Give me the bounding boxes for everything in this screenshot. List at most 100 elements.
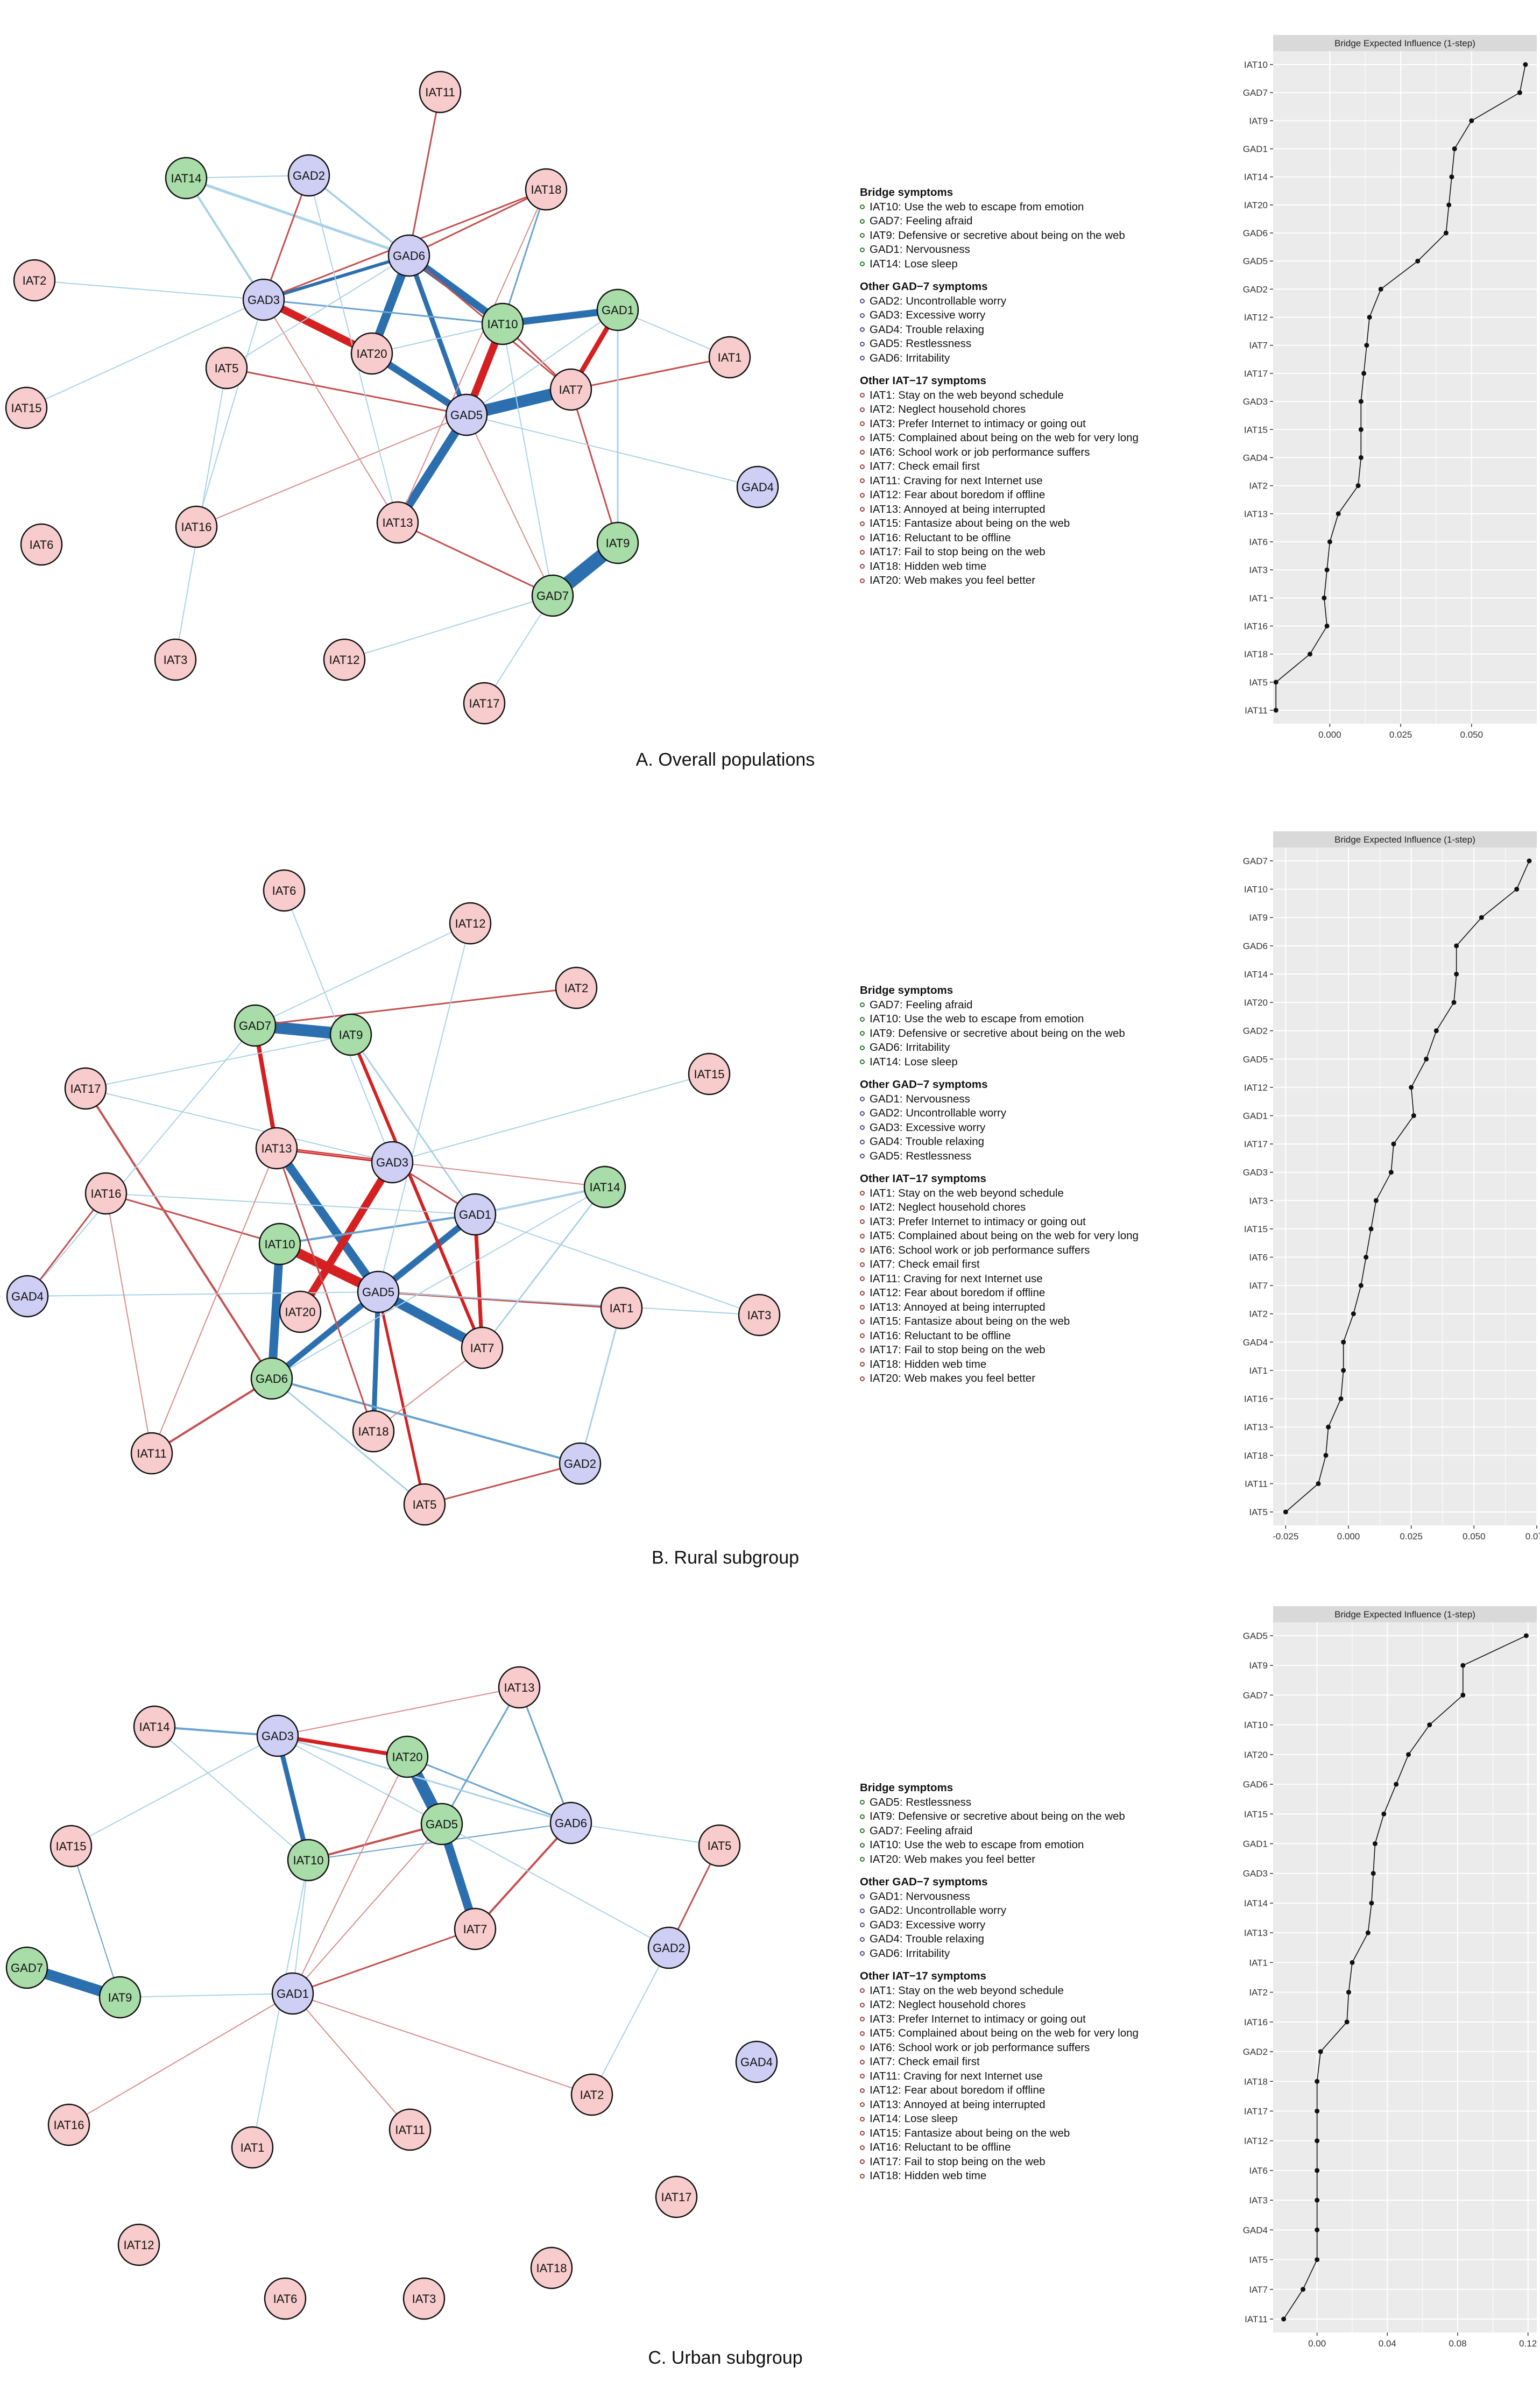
plot-y-tick-label: IAT17 (1244, 2106, 1268, 2116)
svg-text:IAT13: IAT13 (504, 1681, 534, 1694)
edge-IAT14-GAD6 (186, 176, 409, 257)
edge-IAT17-GAD3 (85, 1088, 393, 1163)
plot-point-iat5 (1315, 2257, 1320, 2263)
legend-item-label: IAT9: Defensive or secretive about being… (870, 1810, 1125, 1822)
plot-point-gad2 (1433, 1028, 1439, 1034)
edge-IAT17-IAT9 (85, 1034, 351, 1089)
svg-text:IAT2: IAT2 (564, 981, 589, 995)
edge-IAT16-GAD3 (196, 299, 264, 527)
plot-point-gad3 (1371, 1871, 1376, 1876)
legend-marker-icon (860, 313, 865, 318)
edge-IAT16-IAT10 (105, 1192, 280, 1245)
plot-y-tick-label: IAT9 (1249, 913, 1268, 923)
svg-text:IAT3: IAT3 (747, 1309, 772, 1322)
plot-y-tick-label: IAT20 (1244, 1750, 1268, 1760)
legend-item-label: GAD4: Trouble relaxing (870, 1933, 985, 1945)
plot-point-iat16 (1324, 623, 1330, 628)
legend-marker-icon (860, 1219, 865, 1225)
legend-item: IAT17: Fail to stop being on the web (860, 1343, 1139, 1358)
plot-point-gad6 (1454, 943, 1459, 949)
plot-point-gad4 (1341, 1339, 1346, 1345)
node-iat3: IAT3 (402, 2277, 446, 2320)
plot-point-iat12 (1367, 315, 1372, 320)
svg-text:IAT13: IAT13 (261, 1142, 292, 1155)
legend-item-label: GAD2: Uncontrollable worry (870, 294, 1007, 307)
svg-text:IAT12: IAT12 (123, 2238, 154, 2252)
plot-point-iat7 (1301, 2287, 1306, 2292)
plot-point-iat12 (1409, 1085, 1414, 1090)
plot-point-iat9 (1460, 1663, 1466, 1668)
legend-item: IAT6: School work or job performance suf… (860, 2041, 1139, 2055)
node-iat9: IAT9 (329, 1013, 372, 1056)
plot-point-gad4 (1315, 2227, 1320, 2232)
plot-point-iat20 (1451, 1000, 1457, 1005)
network-B: IAT6IAT12IAT2GAD7IAT9IAT15IAT17IAT13GAD3… (6, 869, 781, 1526)
plot-point-iat17 (1315, 2108, 1320, 2114)
svg-text:IAT13: IAT13 (382, 516, 413, 529)
svg-text:GAD5: GAD5 (426, 1818, 458, 1831)
legend-item: GAD3: Excessive worry (860, 1121, 1139, 1135)
edge-GAD1-IAT9 (119, 1993, 293, 1998)
edge-IAT13-GAD5 (441, 1687, 520, 1825)
legend-marker-icon (860, 204, 865, 210)
edge-GAD6-IAT5 (570, 1822, 720, 1846)
plot-y-tick-label: IAT11 (1245, 705, 1268, 716)
edge-IAT9-GAD1 (350, 1034, 476, 1215)
edge-IAT17-GAD6 (84, 1087, 273, 1380)
plot-series-line (1285, 860, 1530, 1512)
legend-item: IAT20: Web makes you feel better (860, 1853, 1139, 1867)
legend-item-label: IAT20: Web makes you feel better (870, 1853, 1036, 1865)
legend-item-label: IAT5: Complained about being on the web … (870, 432, 1139, 444)
node-iat1: IAT1 (708, 336, 751, 379)
svg-text:IAT10: IAT10 (487, 317, 518, 331)
node-iat3: IAT3 (154, 638, 197, 681)
legend-item-label: IAT14: Lose sleep (870, 257, 958, 270)
plot-point-iat9 (1479, 915, 1484, 920)
plot-point-iat15 (1368, 1226, 1374, 1232)
plot-y-tick-label: IAT6 (1249, 2166, 1268, 2176)
legend-marker-icon (860, 492, 865, 498)
node-iat14: IAT14 (583, 1165, 626, 1208)
legend-item-label: IAT12: Fear about boredom if offline (870, 2084, 1045, 2096)
plot-y-tick-label: GAD2 (1243, 284, 1268, 294)
svg-text:IAT6: IAT6 (273, 2292, 298, 2306)
plot-y-tick-label: GAD7 (1243, 88, 1268, 98)
edge-GAD1-IAT11 (292, 1993, 411, 2130)
node-iat13: IAT13 (255, 1127, 298, 1170)
plot-point-iat2 (1346, 1990, 1351, 1995)
legend-item-label: IAT16: Reluctant to be offline (870, 2141, 1011, 2153)
svg-text:GAD4: GAD4 (11, 1290, 44, 1303)
legend-item: GAD2: Uncontrollable worry (860, 1106, 1139, 1121)
plot-strip (1273, 35, 1537, 51)
plot-y-tick-label: IAT1 (1249, 1957, 1268, 1968)
svg-text:GAD3: GAD3 (262, 1729, 294, 1743)
edge-GAD1-GAD5 (466, 309, 618, 415)
legend-item: IAT20: Web makes you feel better (860, 574, 1139, 588)
node-gad1: GAD1 (454, 1193, 497, 1236)
plot-y-tick-label: GAD1 (1243, 144, 1268, 154)
legend-marker-icon (860, 1154, 865, 1159)
plot-y-tick-label: GAD6 (1243, 228, 1268, 238)
legend-marker-icon (860, 2159, 865, 2165)
edge-GAD1-IAT7 (292, 1928, 476, 1995)
legend-marker-icon (860, 2059, 865, 2065)
svg-text:GAD6: GAD6 (555, 1817, 587, 1830)
svg-text:IAT14: IAT14 (589, 1181, 620, 1194)
legend-item-label: GAD2: Uncontrollable worry (870, 1107, 1007, 1119)
edge-GAD1-IAT20 (292, 1756, 408, 1994)
legend-item-label: IAT9: Defensive or secretive about being… (870, 229, 1125, 242)
plot-y-tick-label: IAT20 (1244, 200, 1268, 210)
node-iat18: IAT18 (525, 168, 568, 211)
legend-item: IAT14: Lose sleep (860, 1055, 1139, 1070)
legend-item: IAT2: Neglect household chores (860, 1998, 1139, 2012)
plot-point-iat5 (1283, 1509, 1288, 1515)
legend-item-label: IAT7: Check email first (870, 460, 980, 472)
legend-marker-icon (860, 450, 865, 455)
edge-IAT18-GAD6 (408, 188, 547, 257)
edge-IAT13-GAD7 (397, 521, 553, 597)
legend-marker-icon (860, 1290, 865, 1296)
edge-IAT20-GAD6 (407, 1756, 571, 1824)
node-iat2: IAT2 (570, 2073, 613, 2116)
